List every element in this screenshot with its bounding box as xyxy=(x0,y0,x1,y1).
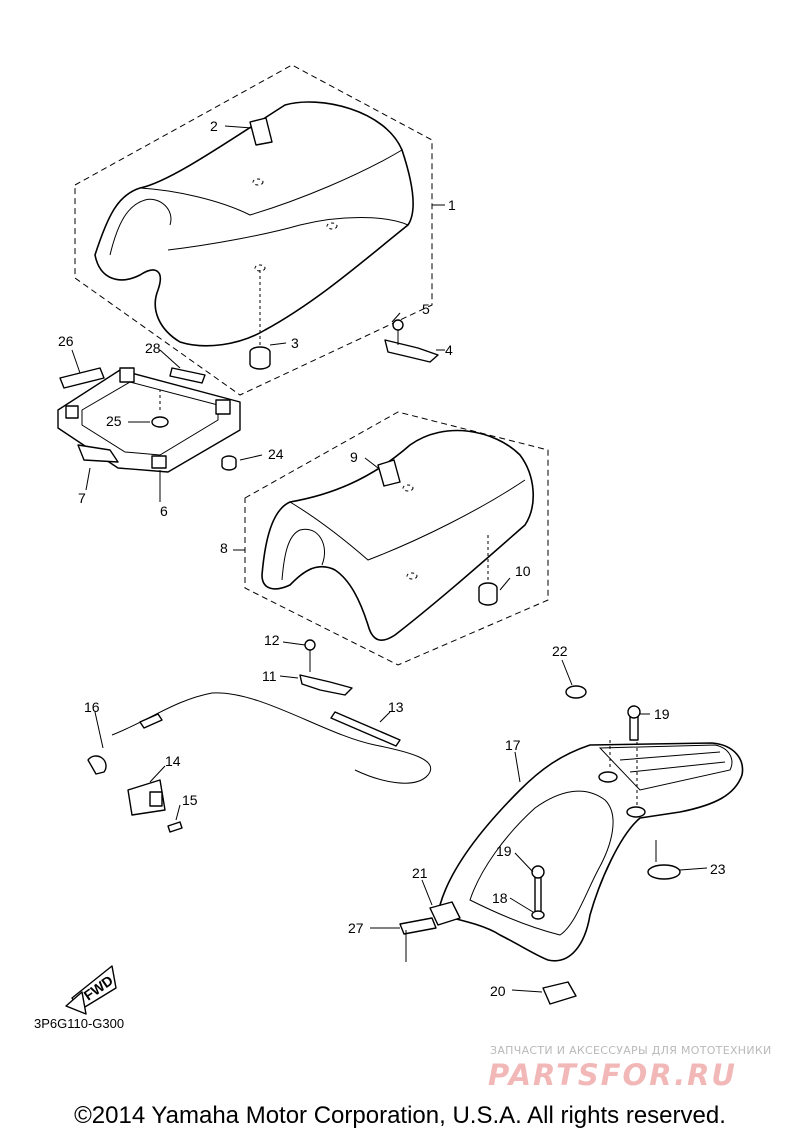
carrier-mount-hole-b xyxy=(626,806,646,818)
rack-rib-b xyxy=(629,761,726,773)
callout-3: 3 xyxy=(291,335,299,351)
seat-base-tab-a xyxy=(119,367,135,383)
callout-27: 27 xyxy=(348,920,364,936)
front-seat-group xyxy=(74,64,433,396)
rear-seat-bracket xyxy=(299,674,353,696)
seat-tape-left xyxy=(59,367,105,389)
callout-21: 21 xyxy=(412,865,428,881)
seat-base-grommet xyxy=(151,416,169,428)
callout-22: 22 xyxy=(552,643,568,659)
carrier-damper-left xyxy=(429,901,461,926)
callout-16: 16 xyxy=(84,699,100,715)
callout-14: 14 xyxy=(165,753,181,769)
callout-24: 24 xyxy=(268,446,284,462)
copyright-notice: ©2014 Yamaha Motor Corporation, U.S.A. A… xyxy=(74,1102,726,1129)
front-seat-side-contour xyxy=(167,217,409,251)
seat-base-hook-bracket xyxy=(77,444,119,463)
bracket-nut xyxy=(392,319,404,331)
watermark-logo: PARTSFOR.RU xyxy=(488,1058,737,1092)
seat-lock-bracket-group xyxy=(384,319,439,363)
callout-4: 4 xyxy=(445,342,453,358)
seat-base-inner xyxy=(81,381,219,456)
callout-1: 1 xyxy=(448,197,456,213)
callout-18: 18 xyxy=(492,890,508,906)
callout-numbers: 1 2 3 4 5 6 7 8 9 10 11 12 13 14 15 16 1… xyxy=(58,118,726,999)
seat-lock-cylinder xyxy=(149,791,163,807)
callout-11: 11 xyxy=(262,668,277,684)
rear-seat-top-contour xyxy=(289,479,526,561)
carrier-collar xyxy=(531,910,545,920)
front-seat-grab-handle xyxy=(109,198,172,256)
seat-lock-bolt xyxy=(167,821,183,833)
carrier-bolt-head-lower xyxy=(531,865,545,879)
seat-base-frame xyxy=(57,369,241,473)
callout-10: 10 xyxy=(515,563,531,579)
callout-5: 5 xyxy=(422,301,430,317)
seat-base-tab-d xyxy=(151,455,167,469)
callout-28: 28 xyxy=(145,340,161,356)
rear-carrier-opening xyxy=(469,790,614,936)
rear-seat-label xyxy=(377,459,401,487)
rear-seat-cushion xyxy=(261,429,535,641)
watermark-tagline: ЗАПЧАСТИ И АКСЕССУАРЫ ДЛЯ МОТОТЕХНИКИ xyxy=(490,1044,772,1057)
fwd-arrow-head xyxy=(65,991,87,1015)
rear-carrier-frame xyxy=(439,742,744,962)
callout-23: 23 xyxy=(710,861,726,877)
front-seat-hole-b xyxy=(326,222,338,230)
front-seat-cushion xyxy=(94,101,414,347)
seat-base-tab-b xyxy=(215,399,231,415)
rear-bracket-group xyxy=(299,639,353,696)
callout-6: 6 xyxy=(160,503,168,519)
seat-damper-rear xyxy=(478,582,498,606)
seat-damper-front xyxy=(249,346,271,370)
rear-seat-hole-a xyxy=(402,484,414,492)
cable-guide xyxy=(330,711,401,747)
rear-carrier-rack xyxy=(598,744,733,791)
callout-leaders xyxy=(71,125,708,993)
callout-2: 2 xyxy=(210,118,218,134)
callout-15: 15 xyxy=(182,792,198,808)
rear-seat-hole-b xyxy=(406,572,418,580)
rear-carrier-group xyxy=(399,685,744,1005)
seat-lock-cable-group xyxy=(87,692,431,833)
seat-lock-cable xyxy=(111,692,431,784)
carrier-damper-bottom xyxy=(542,981,577,1005)
seat-base-tab-c xyxy=(65,405,79,419)
callout-7: 7 xyxy=(78,490,86,506)
seat-strap-label xyxy=(249,117,273,146)
front-seat-top-contour xyxy=(139,149,403,216)
rear-seat-front-face xyxy=(281,528,325,581)
callout-25: 25 xyxy=(106,413,122,429)
cable-holder xyxy=(87,755,107,775)
callout-12: 12 xyxy=(264,632,280,648)
callout-13: 13 xyxy=(388,699,404,715)
callout-26: 26 xyxy=(58,333,74,349)
callout-8: 8 xyxy=(220,540,228,556)
front-seat-dashed-outline xyxy=(74,64,433,396)
diagram-code: 3P6G110-G300 xyxy=(34,1016,125,1031)
callout-19-upper: 19 xyxy=(654,706,670,722)
callout-9: 9 xyxy=(350,449,358,465)
carrier-grommet xyxy=(565,685,587,699)
rear-bracket-nut xyxy=(304,639,316,651)
carrier-tape xyxy=(399,917,437,935)
callout-20: 20 xyxy=(490,983,506,999)
callout-17: 17 xyxy=(505,737,521,753)
seat-base-damper xyxy=(221,455,237,471)
carrier-plate xyxy=(647,864,681,880)
carrier-bolt-head-upper xyxy=(627,705,641,719)
seat-base-group xyxy=(57,367,241,473)
callout-19-lower: 19 xyxy=(496,843,512,859)
fwd-arrow: FWD xyxy=(65,965,117,1015)
seat-tape-right xyxy=(169,367,206,384)
rack-rib-a xyxy=(619,751,721,761)
cable-end-fitting xyxy=(139,713,163,729)
front-seat-hole-a xyxy=(252,178,264,186)
seat-lock-bracket xyxy=(384,339,439,363)
carrier-mount-hole-a xyxy=(598,771,618,783)
rear-seat-group xyxy=(244,411,549,666)
rear-seat-dashed-outline xyxy=(244,411,549,666)
